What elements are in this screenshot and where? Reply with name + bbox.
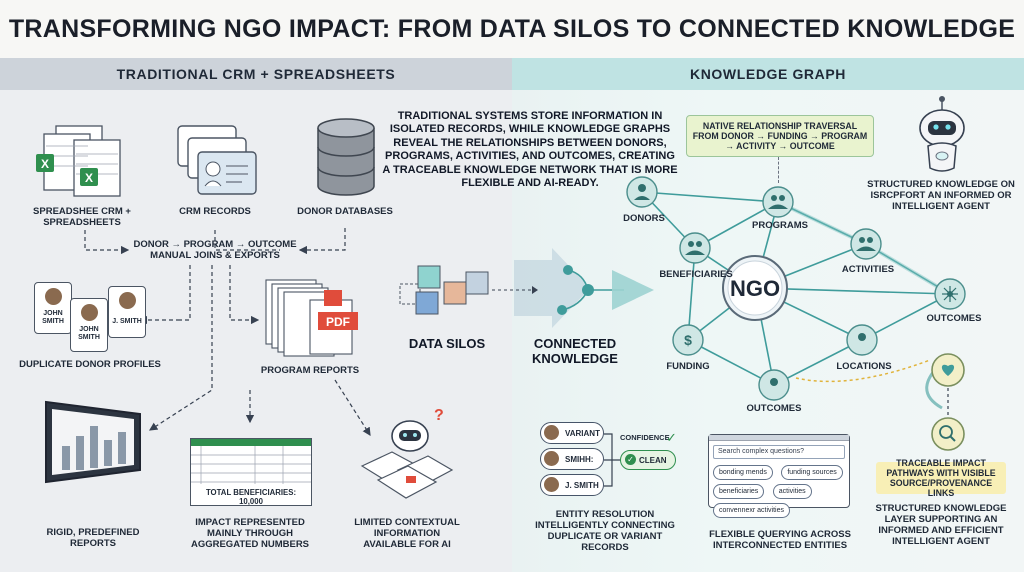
donor-database-icon: [317, 118, 375, 196]
duplicate-profiles-label: DUPLICATE DONOR PROFILES: [19, 359, 161, 370]
confidence-label: CONFIDENCE: [620, 433, 670, 442]
entity-resolution: VARIANT SMIHH: J. SMITH CONFIDENCE ✓ ✓ C…: [536, 422, 686, 498]
query-chip[interactable]: convennexr activities: [713, 503, 790, 518]
pdf-badge-text: PDF: [326, 315, 350, 329]
magnifier-icon: [931, 417, 965, 451]
query-label: FLEXIBLE QUERYING ACROSS INTERCONNECTED …: [709, 529, 851, 551]
page-title: TRANSFORMING NGO IMPACT: FROM DATA SILOS…: [0, 0, 1024, 58]
program-reports-icon: PDF: [265, 279, 358, 357]
label-outcomes-right: OUTCOMES: [926, 313, 982, 324]
record-pill: J. SMITH: [540, 474, 604, 496]
traceable-pathway-icons: [931, 353, 965, 451]
question-mark: ?: [434, 407, 444, 424]
label-donors: DONORS: [623, 213, 665, 224]
profile-card: J. SMITH: [108, 286, 146, 338]
duplicate-profiles: JOHN SMITH JOHN SMITH J. SMITH: [22, 282, 147, 354]
node-activities: [850, 228, 882, 260]
donor-database-label: DONOR DATABASES: [297, 206, 393, 217]
label-beneficiaries: BENEFICIARIES: [659, 269, 733, 280]
spreadsheet-stack-icon: X X: [36, 125, 121, 197]
traceable-note: TRACEABLE IMPACT PATHWAYS WITH VISIBLE S…: [876, 458, 1006, 498]
traversal-note: NATIVE RELATIONSHIP TRAVERSAL FROM DONOR…: [686, 115, 874, 157]
node-funding: [672, 324, 704, 356]
profile-card: JOHN SMITH: [70, 298, 108, 352]
profile-name: JOHN SMITH: [42, 310, 64, 326]
svg-text:X: X: [41, 157, 49, 171]
bottom-agent-note: STRUCTURED KNOWLEDGE LAYER SUPPORTING AN…: [875, 503, 1007, 547]
profile-name: JOHN SMITH: [78, 326, 100, 342]
label-locations: LOCATIONS: [836, 361, 892, 372]
label-funding: FUNDING: [666, 361, 710, 372]
label-activities: ACTIVITIES: [841, 264, 895, 275]
aggregated-table: TOTAL BENEFICIARIES: 10,000: [190, 438, 312, 506]
silos-to-connected-graphic: [399, 248, 654, 328]
ngo-center-node: NGO: [730, 276, 780, 301]
query-chip[interactable]: bonding mends: [713, 465, 773, 480]
query-panel: Search complex questions? bonding mends …: [708, 434, 850, 518]
query-chips: bonding mends funding sources beneficiar…: [711, 463, 849, 520]
impact-label: IMPACT REPRESENTED MAINLY THROUGH AGGREG…: [190, 517, 310, 550]
crm-records-icon: [177, 125, 257, 195]
query-chip[interactable]: activities: [772, 484, 812, 499]
merge-brackets: [604, 433, 622, 487]
ai-robot-icon: [919, 96, 965, 172]
label-programs: PROGRAMS: [752, 220, 808, 231]
traversal-note-connector: [778, 157, 779, 183]
dollar-icon: $: [684, 332, 692, 348]
agent-note: STRUCTURED KNOWLEDGE ON ISRCPFORT AN INF…: [867, 179, 1015, 212]
node-programs: [762, 186, 794, 218]
knowledge-graph-network: $ NGO: [626, 176, 966, 410]
crm-records-label: CRM RECORDS: [179, 206, 251, 217]
left-header: TRADITIONAL CRM + SPREADSHEETS: [0, 58, 512, 90]
rigid-reports-monitor-icon: [45, 400, 141, 484]
flow-text-2: MANUAL JOINS & EXPORTS: [150, 250, 280, 261]
record-pill: SMIHH:: [540, 448, 604, 470]
node-beneficiaries: [679, 232, 711, 264]
program-reports-label: PROGRAM REPORTS: [260, 365, 360, 376]
spreadsheet-label: SPREADSHEE CRM + SPREADSHEETS: [33, 206, 131, 228]
query-chip[interactable]: beneficiaries: [713, 484, 765, 499]
left-connectors: [84, 228, 371, 437]
query-chip[interactable]: funding sources: [781, 465, 843, 480]
connected-knowledge-label: CONNECTED KNOWLEDGE: [532, 336, 618, 366]
profile-name: J. SMITH: [112, 318, 142, 325]
limited-info-label: LIMITED CONTEXTUAL INFORMATION AVAILABLE…: [354, 517, 460, 550]
clean-badge: ✓ CLEAN: [620, 450, 676, 470]
rigid-reports-label: RIGID, PREDEFINED REPORTS: [46, 527, 140, 549]
traversal-note-text: NATIVE RELATIONSHIP TRAVERSAL FROM DONOR…: [692, 120, 868, 152]
total-beneficiaries: TOTAL BENEFICIARIES: 10,000: [205, 488, 297, 506]
data-silos-label: DATA SILOS: [408, 336, 486, 351]
confused-robot-icon: ?: [360, 407, 454, 499]
traceable-note-text: TRACEABLE IMPACT PATHWAYS WITH VISIBLE S…: [886, 457, 996, 499]
check-icon: ✓: [666, 430, 677, 445]
entity-resolution-label: ENTITY RESOLUTION INTELLIGENTLY CONNECTI…: [535, 509, 675, 553]
record-pill: VARIANT: [540, 422, 604, 444]
flow-text-1: DONOR → PROGRAM → OUTCOME: [133, 239, 297, 250]
query-search-input[interactable]: Search complex questions?: [713, 445, 845, 459]
center-description: TRADITIONAL SYSTEMS STORE INFORMATION IN…: [382, 110, 678, 190]
label-outcomes-bottom: OUTCOMES: [746, 403, 802, 414]
right-header: KNOWLEDGE GRAPH: [512, 58, 1024, 90]
profile-card: JOHN SMITH: [34, 282, 72, 334]
svg-text:X: X: [85, 171, 93, 185]
table-grid: [191, 446, 311, 484]
